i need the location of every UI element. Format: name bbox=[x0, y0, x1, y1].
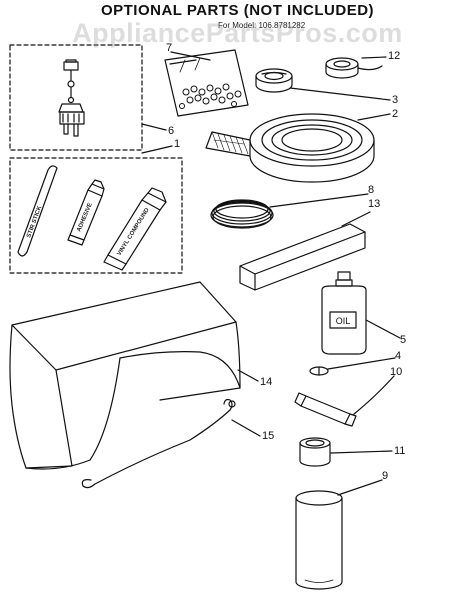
aerosol-can-part bbox=[295, 490, 343, 590]
model-prefix: For Model: bbox=[218, 21, 257, 30]
large-tube-part bbox=[103, 187, 167, 271]
foam-block-part bbox=[239, 223, 366, 291]
capsule-part bbox=[309, 366, 329, 376]
leader-5 bbox=[365, 319, 401, 339]
small-can-part bbox=[299, 437, 331, 467]
leader-7 bbox=[170, 51, 211, 61]
small-tube-10-part bbox=[294, 392, 357, 427]
callout-14: 14 bbox=[260, 376, 273, 388]
callout-2: 2 bbox=[392, 108, 399, 120]
callout-6: 6 bbox=[168, 125, 175, 137]
dust-cover-part bbox=[9, 281, 241, 470]
callout-7: 7 bbox=[166, 42, 173, 54]
callout-12: 12 bbox=[388, 50, 401, 62]
foam-tape-roll-part bbox=[255, 68, 293, 93]
leader-2 bbox=[357, 113, 391, 121]
o-ring-packet-part bbox=[164, 49, 249, 117]
small-tape-roll-part bbox=[325, 57, 383, 79]
callout-13: 13 bbox=[368, 198, 381, 210]
tubing-coil-part bbox=[210, 199, 274, 229]
callout-8: 8 bbox=[368, 184, 375, 196]
callout-4: 4 bbox=[395, 350, 402, 362]
oil-bottle-label: OIL bbox=[336, 316, 351, 326]
callout-3: 3 bbox=[392, 94, 399, 106]
sealant-kit-box bbox=[9, 157, 183, 274]
model-line: For Model: 106.8781282 bbox=[218, 21, 305, 30]
model-number: 106.8781282 bbox=[258, 21, 306, 30]
leader-10 bbox=[353, 375, 395, 415]
small-tube-label: ADHESIVE bbox=[76, 202, 94, 233]
leader-6 bbox=[141, 123, 167, 131]
callout-9: 9 bbox=[382, 470, 389, 482]
leader-13 bbox=[341, 211, 371, 227]
tie-cord-part bbox=[81, 398, 236, 489]
oil-bottle-part bbox=[321, 271, 367, 355]
leader-1 bbox=[141, 145, 173, 154]
callout-15: 15 bbox=[262, 430, 275, 442]
leader-9 bbox=[337, 479, 383, 496]
callout-5: 5 bbox=[400, 334, 407, 346]
callout-11: 11 bbox=[394, 445, 406, 457]
callout-1: 1 bbox=[174, 138, 181, 150]
leader-4 bbox=[327, 357, 396, 370]
callout-10: 10 bbox=[390, 366, 403, 378]
leader-8 bbox=[269, 193, 369, 208]
valve-core-part bbox=[58, 59, 85, 137]
page-title: OPTIONAL PARTS (NOT INCLUDED) bbox=[100, 2, 375, 19]
stir-stick-part bbox=[17, 165, 58, 257]
valve-kit-box bbox=[9, 44, 143, 151]
leader-12 bbox=[361, 56, 387, 59]
gasket-roll-part bbox=[205, 113, 375, 183]
small-tube-part bbox=[67, 179, 105, 246]
leader-14 bbox=[237, 369, 259, 382]
leader-3 bbox=[289, 87, 391, 101]
leader-15 bbox=[231, 419, 261, 437]
leader-11 bbox=[330, 450, 393, 454]
